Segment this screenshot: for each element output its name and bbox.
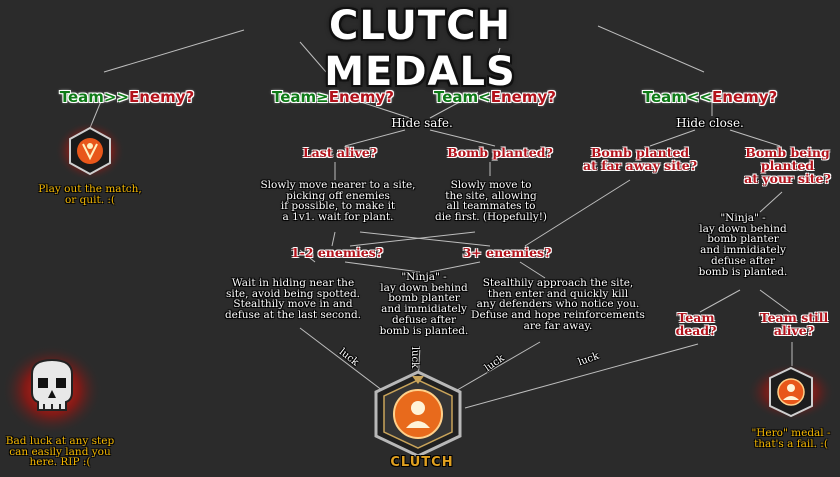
note-slowly-nearer: Slowly move nearer to a site, picking of…	[260, 179, 416, 224]
node-enemy-label: Enemy?	[129, 88, 195, 107]
note-slowly-to-site: Slowly move to the site, allowing all te…	[434, 179, 548, 224]
node-bomb-far-site: Bomb planted at far away site?	[582, 145, 698, 173]
hero-note: "Hero" medal - that's a fail. :(	[751, 427, 831, 450]
node-bomb-being-planted: Bomb being planted at your site?	[744, 145, 831, 186]
note-wait-hiding: Wait in hiding near the site, avoid bein…	[224, 277, 362, 322]
node-enemy-label: Enemy?	[712, 88, 778, 107]
hero-medal-icon	[747, 363, 835, 421]
node-team-much-less: Team<<Enemy?	[630, 75, 790, 106]
node-last-alive: Last alive?	[302, 145, 378, 160]
node-team-label: Team<	[434, 88, 491, 107]
node-hide-safe: Hide safe.	[391, 116, 453, 130]
clutch-label: CLUTCH	[390, 455, 454, 470]
note-stealthily: Stealthily approach the site, then enter…	[471, 277, 645, 332]
node-enemy-label: Enemy?	[490, 88, 556, 107]
node-team-label: Team<<	[642, 88, 713, 107]
note-ninja-right: "Ninja" - lay down behind bomb planter a…	[698, 212, 788, 278]
node-team-dead: Team dead?	[675, 310, 717, 338]
node-team-greater-equal: Team≥Enemy?	[258, 75, 408, 106]
node-bomb-planted: Bomb planted?	[447, 145, 553, 160]
node-team-label: Team>>	[59, 88, 130, 107]
node-hide-close: Hide close.	[676, 116, 744, 130]
play-out-note: Play out the match, or quit. :(	[38, 183, 142, 206]
orange-emblem-icon	[55, 121, 125, 181]
node-team-label: Team≥	[272, 88, 329, 107]
node-team-less: Team<Enemy?	[420, 75, 570, 106]
node-one-two-enemies: 1-2 enemies?	[290, 245, 384, 260]
clutch-medal-icon	[374, 370, 462, 458]
bad-luck-note: Bad luck at any step can easily land you…	[5, 435, 115, 469]
node-team-much-greater: Team>>Enemy?	[52, 75, 202, 106]
skull-icon	[2, 346, 102, 435]
node-team-alive: Team still alive?	[759, 310, 829, 338]
note-ninja-mid: "Ninja" - lay down behind bomb planter a…	[379, 271, 469, 337]
node-three-plus-enemies: 3+ enemies?	[462, 245, 552, 260]
luck-label: luck	[409, 346, 421, 369]
diagram-title: CLUTCH MEDALS	[324, 3, 516, 95]
node-enemy-label: Enemy?	[328, 88, 394, 107]
